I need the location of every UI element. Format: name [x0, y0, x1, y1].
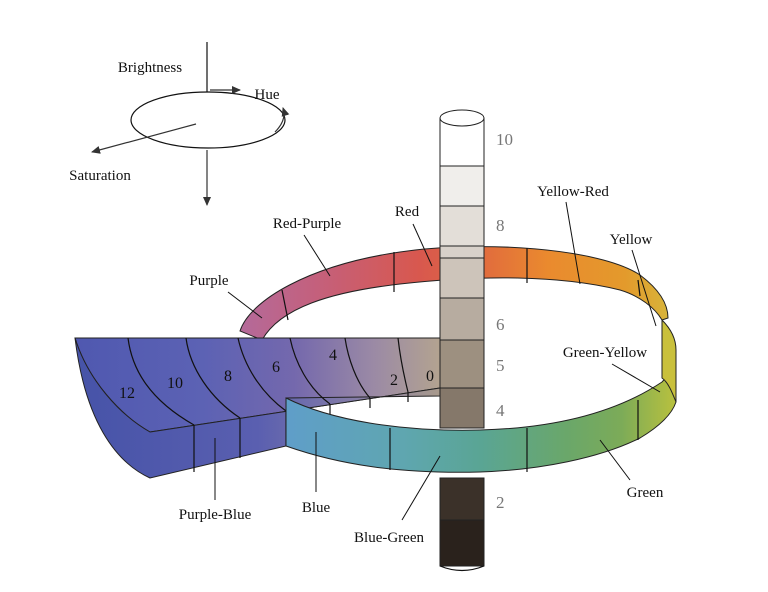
value-number-4: 4 — [496, 401, 505, 420]
label-blue-green: Blue-Green — [354, 530, 424, 546]
value-cell-1 — [439, 519, 485, 567]
label-red: Red — [395, 204, 420, 220]
value-cell-7 — [439, 257, 485, 299]
value-number-8: 8 — [496, 216, 505, 235]
value-cell-4 — [439, 387, 485, 429]
value-number-10: 10 — [496, 130, 513, 149]
value-column — [439, 109, 485, 572]
ring-yellow-edge — [661, 318, 677, 403]
chroma-arc-10 — [185, 337, 241, 419]
ring-divider — [281, 289, 289, 321]
hue-arrow-right — [274, 107, 290, 133]
chroma-arc-12 — [127, 337, 195, 426]
saturation-label: Saturation — [69, 168, 131, 184]
chroma-arc-8 — [237, 337, 287, 412]
leader-yellow — [631, 249, 657, 327]
value-number-5: 5 — [496, 356, 505, 375]
label-yellow-red: Yellow-Red — [537, 184, 609, 200]
chroma-number-4: 4 — [329, 347, 337, 364]
chroma-number-6: 6 — [272, 359, 280, 376]
value-cell-9 — [439, 165, 485, 207]
value-column-bottom — [439, 565, 485, 572]
hue-labels: Red Yellow-Red Yellow Green-Yellow Green… — [179, 184, 664, 546]
hue-label: Hue — [255, 87, 280, 103]
slice-front-face — [74, 337, 441, 479]
label-green-yellow: Green-Yellow — [563, 345, 647, 361]
chroma-number-0: 0 — [426, 368, 434, 385]
chroma-arc-6 — [289, 337, 331, 405]
chroma-number-2: 2 — [390, 372, 398, 389]
label-yellow: Yellow — [610, 232, 653, 248]
chroma-number-12: 12 — [119, 385, 135, 402]
label-green: Green — [627, 485, 664, 501]
brightness-label: Brightness — [118, 60, 182, 76]
label-purple-blue: Purple-Blue — [179, 507, 252, 523]
leader-green-yellow — [611, 363, 661, 393]
hue-ring-front — [285, 318, 677, 473]
label-red-purple: Red-Purple — [273, 216, 342, 232]
axes-key: Brightness Hue Saturation — [69, 42, 290, 206]
ring-divider — [637, 279, 641, 297]
leader-green — [599, 439, 631, 481]
chroma-slice: 0 2 4 6 8 10 12 — [74, 337, 441, 479]
hue-circle — [130, 91, 286, 149]
chroma-arc-4 — [344, 337, 371, 399]
value-cell-7a — [439, 245, 485, 259]
value-column-top — [439, 109, 485, 127]
chroma-arc-2 — [397, 337, 409, 393]
value-cell-6 — [439, 297, 485, 341]
leader-blue-green — [401, 455, 441, 521]
saturation-arrow — [91, 123, 197, 154]
value-number-2: 2 — [496, 493, 505, 512]
leader-red — [412, 223, 433, 267]
value-cell-2 — [439, 477, 485, 521]
leader-purple — [227, 291, 263, 319]
value-number-6: 6 — [496, 315, 505, 334]
label-purple: Purple — [189, 273, 229, 289]
hue-ring-back — [239, 246, 669, 341]
value-cell-8 — [439, 205, 485, 247]
label-blue: Blue — [302, 500, 331, 516]
leader-yellow-red — [565, 201, 581, 285]
leader-red-purple — [303, 234, 331, 277]
value-cell-5 — [439, 339, 485, 389]
chroma-number-8: 8 — [224, 368, 232, 385]
chroma-number-10: 10 — [167, 375, 183, 392]
value-scale: 10 8 6 5 4 2 — [496, 130, 513, 512]
